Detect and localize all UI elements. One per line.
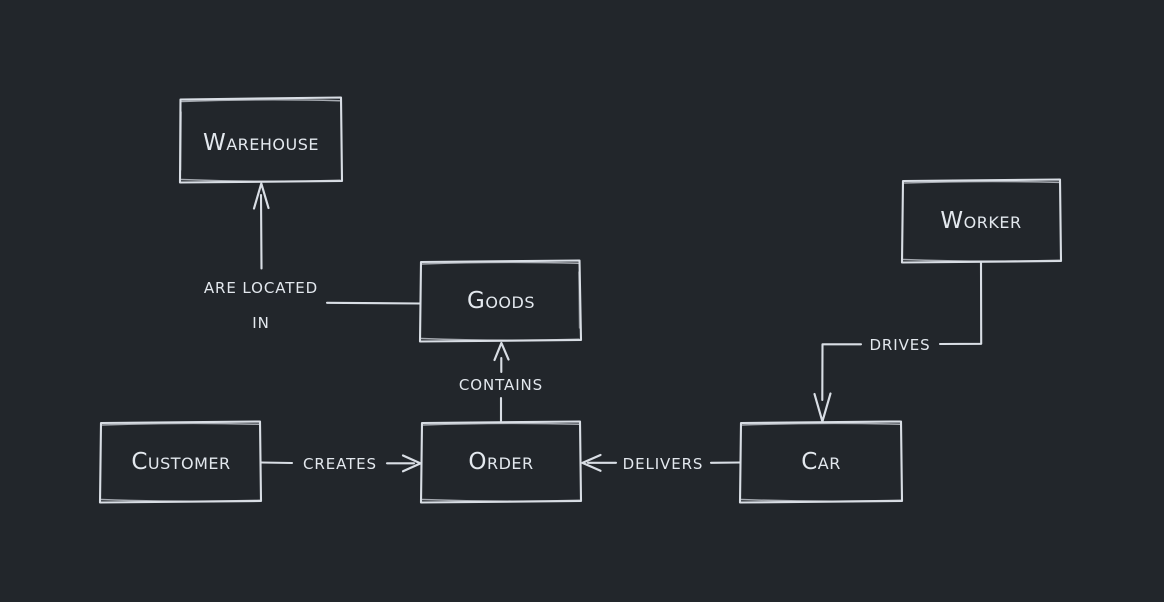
entity-box-goods[interactable] <box>418 259 583 343</box>
connector-drives[interactable] <box>813 261 983 423</box>
connector-are-located-in[interactable] <box>252 182 422 305</box>
entity-box-worker[interactable] <box>900 178 1063 264</box>
entity-box-customer[interactable] <box>98 420 263 504</box>
connector-contains[interactable] <box>493 341 510 423</box>
connector-delivers[interactable] <box>581 453 742 472</box>
entity-box-warehouse[interactable] <box>178 96 344 184</box>
entity-box-order[interactable] <box>419 420 583 504</box>
entity-box-car[interactable] <box>738 420 904 504</box>
connector-creates[interactable] <box>260 454 422 473</box>
